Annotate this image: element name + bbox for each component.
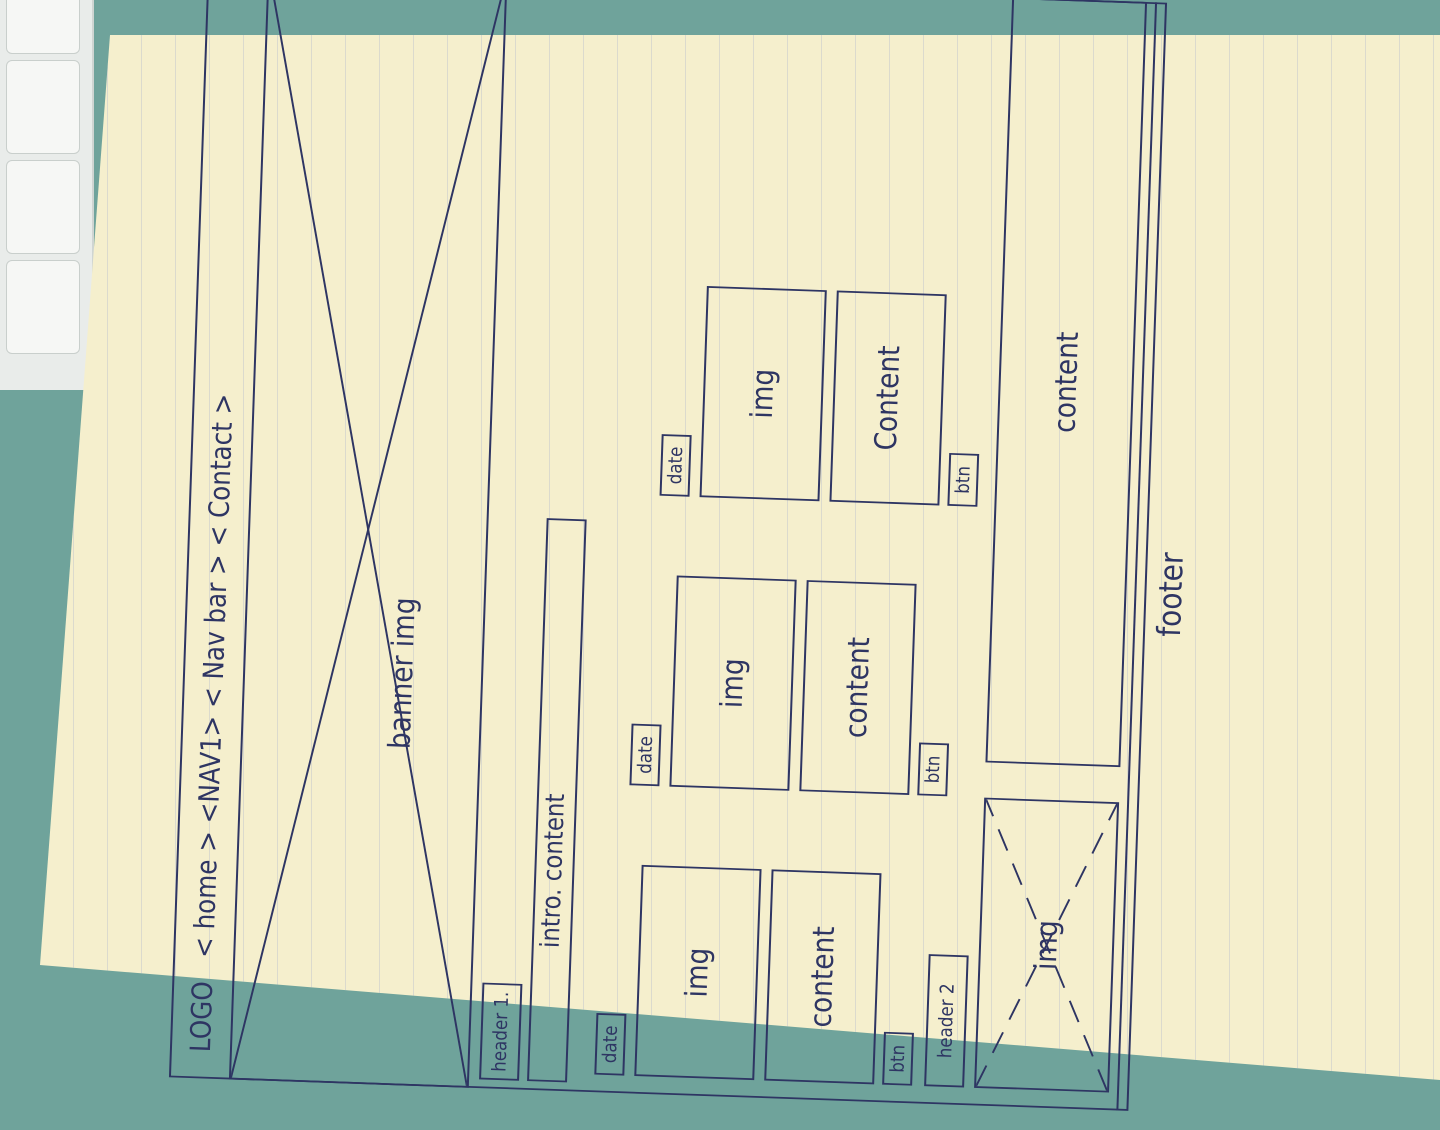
card-date: date <box>594 1012 627 1076</box>
card-image-label: img <box>714 657 752 709</box>
card-content: content <box>799 580 917 795</box>
card-content-label: content <box>838 636 878 739</box>
image-placeholder-x-icon <box>976 799 1118 1091</box>
keyboard-key <box>6 0 80 54</box>
card-button[interactable]: btn <box>947 452 980 507</box>
card-content-label: Content <box>868 344 908 452</box>
card-button[interactable]: btn <box>882 1031 914 1086</box>
logo[interactable]: LOGO <box>183 980 220 1053</box>
card-image: img <box>699 286 827 502</box>
nav-item-navbar[interactable]: < Nav bar > <box>195 553 235 709</box>
wireframe-stage: LOGO < home > <NAV1> < Nav bar > < Conta… <box>18 0 1318 1111</box>
card-image-label: img <box>679 947 717 999</box>
card-image: img <box>634 864 762 1081</box>
nav-item-home[interactable]: < home > <box>187 830 225 959</box>
card-content-label: content <box>803 925 843 1028</box>
footer-label: footer <box>1149 551 1191 638</box>
card-content: Content <box>829 290 947 506</box>
nav-item-contact[interactable]: < Contact > <box>201 393 240 547</box>
banner-image: banner img <box>228 0 508 1088</box>
keyboard-key <box>6 260 80 354</box>
section-2-content-label: content <box>1046 331 1086 434</box>
card-image: img <box>669 575 797 791</box>
section-header-2: header 2 <box>924 954 969 1088</box>
image-placeholder-x-icon <box>230 0 506 1086</box>
nav-item-nav1[interactable]: <NAV1> <box>191 715 229 824</box>
card-date: date <box>629 723 662 787</box>
keyboard-background <box>0 0 94 390</box>
keyboard-key <box>6 60 80 154</box>
card-content: content <box>764 869 882 1085</box>
wireframe-page: LOGO < home > <NAV1> < Nav bar > < Conta… <box>148 0 1191 1129</box>
intro-label: intro. content <box>535 793 572 949</box>
section-2-image: img <box>974 797 1120 1093</box>
section-2-content: content <box>985 0 1148 768</box>
section-header-1: header 1. <box>479 982 523 1081</box>
card-date: date <box>659 434 692 497</box>
card-button[interactable]: btn <box>917 742 950 797</box>
keyboard-key <box>6 160 80 254</box>
banner-label: banner img <box>382 596 423 750</box>
card-image-label: img <box>744 368 782 420</box>
